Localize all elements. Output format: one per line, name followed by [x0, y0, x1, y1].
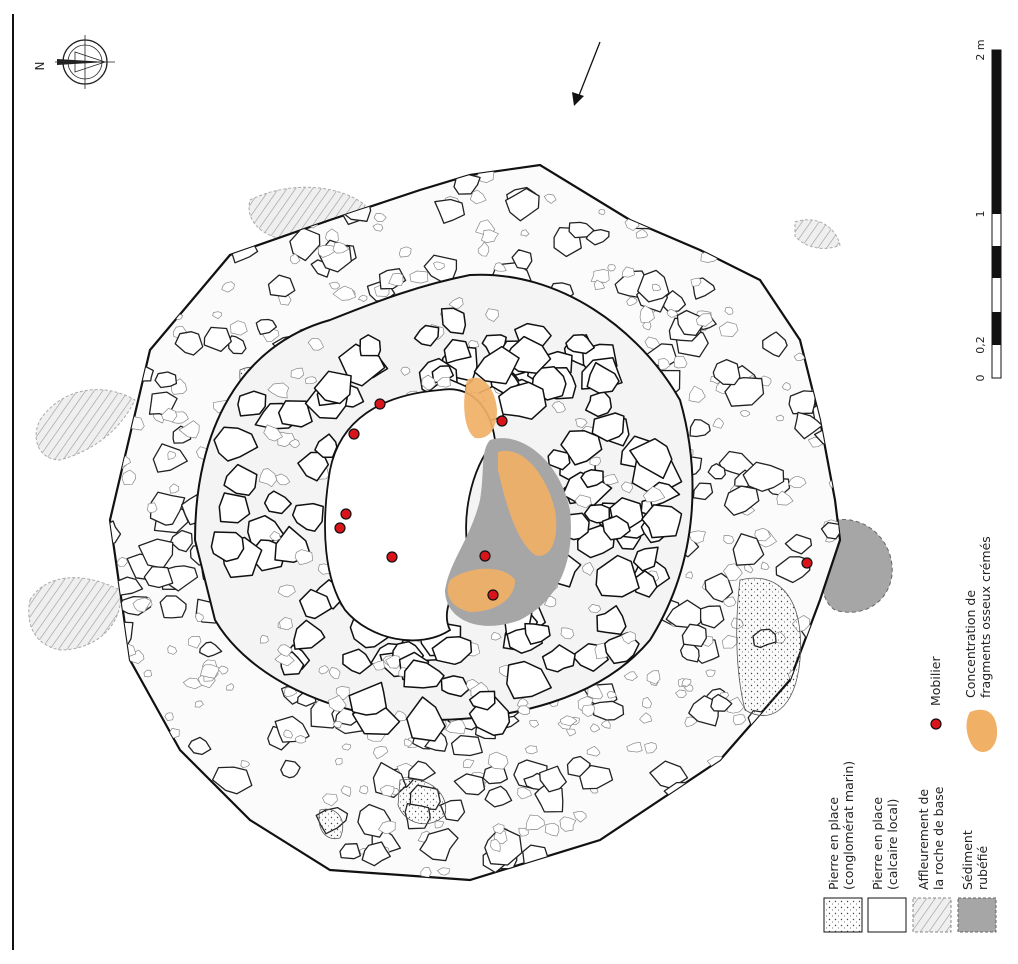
inner-ring — [193, 273, 694, 742]
central-chamber — [324, 377, 571, 642]
legend-swatch-bedrock — [912, 897, 952, 933]
artifact-marker — [386, 551, 398, 563]
legend-label-bedrock-1: Affleurement de — [916, 789, 931, 890]
artifact-markers — [334, 398, 813, 601]
legend-swatch-artifact — [930, 718, 942, 730]
legend-label-sediment-1: Sédiment — [960, 830, 975, 890]
scale-bar — [991, 49, 1002, 379]
direction-arrow-icon — [572, 41, 601, 106]
scale-label-0: 0 — [974, 375, 987, 382]
legend-swatch-bone — [966, 709, 998, 752]
north-label: N — [33, 62, 47, 71]
scale-label-2m: 2 m — [974, 39, 987, 60]
legend-label-limestone-2: (calcaire local) — [885, 799, 900, 890]
legend-swatch-limestone — [867, 897, 907, 933]
legend-swatch-sediment — [957, 897, 997, 933]
legend-label-bone-1: Concentration de — [963, 590, 978, 698]
north-arrow-icon — [55, 35, 115, 89]
scale-label-1: 1 — [974, 211, 987, 218]
legend-label-sediment-2: rubéfié — [975, 845, 990, 890]
scale-label-02: 0,2 — [974, 336, 987, 354]
artifact-marker — [348, 428, 360, 440]
artifact-marker — [374, 398, 386, 410]
artifact-marker — [487, 589, 499, 601]
artifact-marker — [801, 557, 813, 569]
artifact-marker — [479, 550, 491, 562]
legend-label-conglomerate-1: Pierre en place — [826, 797, 841, 890]
artifact-marker — [334, 522, 346, 534]
legend-label-artifact: Mobilier — [928, 656, 943, 706]
artifact-marker — [496, 415, 508, 427]
legend — [823, 709, 998, 933]
legend-label-bone-2: fragments osseux crémés — [978, 536, 993, 698]
legend-label-limestone-1: Pierre en place — [870, 797, 885, 890]
artifact-marker — [340, 508, 352, 520]
legend-swatch-conglomerate — [823, 897, 863, 933]
legend-label-bedrock-2: la roche de base — [931, 786, 946, 890]
legend-label-conglomerate-2: (conglomérat marin) — [841, 761, 856, 890]
